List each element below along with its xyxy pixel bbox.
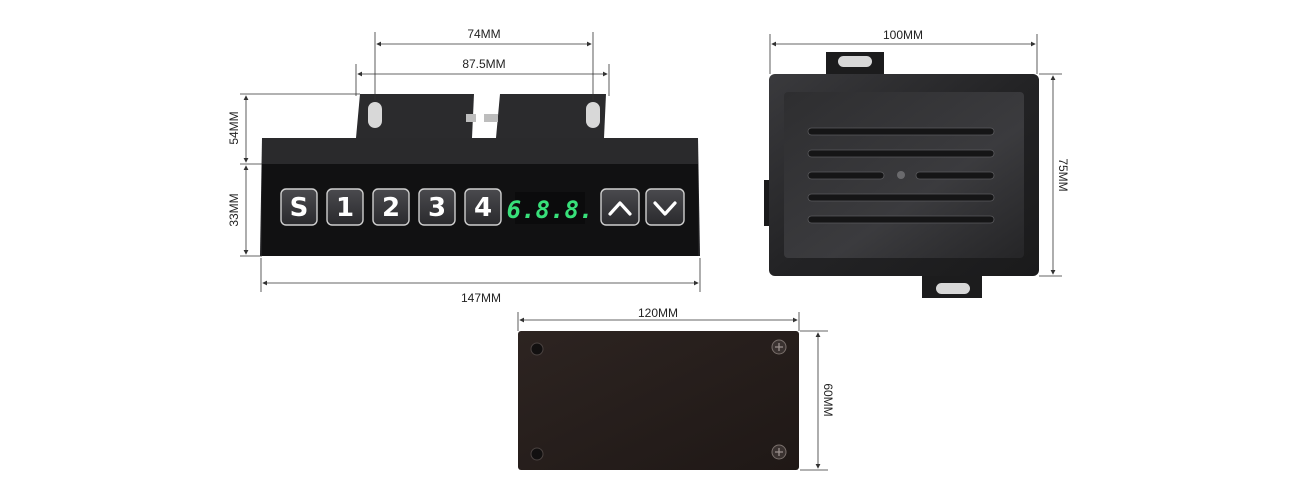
plate-hole-top-left bbox=[530, 342, 544, 356]
key-1-button[interactable]: 1 bbox=[326, 188, 364, 226]
keypad-keys: S 1 2 3 4 bbox=[280, 188, 502, 226]
bottom-plate-dimensions: 120MM 60MM bbox=[517, 306, 835, 471]
dim-75mm-label: 75MM bbox=[1056, 158, 1070, 191]
keypad-view: S 1 2 3 4 6.8.8. bbox=[260, 94, 700, 256]
key-1-label: 1 bbox=[336, 193, 354, 223]
screw-icon bbox=[771, 339, 787, 355]
dim-54mm-label: 54MM bbox=[227, 111, 241, 144]
control-box-dimensions: 100MM 75MM bbox=[769, 28, 1070, 277]
dim-100mm-label: 100MM bbox=[883, 28, 923, 42]
keypad-dimensions: 74MM 87.5MM 54MM 33MM 147MM bbox=[227, 27, 701, 305]
mounting-slot-right bbox=[586, 102, 600, 128]
led-display: 6.8.8. bbox=[507, 192, 594, 224]
down-arrow-icon bbox=[653, 201, 677, 216]
plate-hole-bottom-left bbox=[530, 447, 544, 461]
key-4-button[interactable]: 4 bbox=[464, 188, 502, 226]
dim-74mm-label: 74MM bbox=[467, 27, 500, 41]
control-box-view bbox=[764, 52, 1039, 298]
dim-147mm-label: 147MM bbox=[461, 291, 501, 305]
dim-120mm-label: 120MM bbox=[638, 306, 678, 320]
control-box-indicator bbox=[897, 171, 905, 179]
key-3-label: 3 bbox=[428, 193, 446, 223]
key-s-button[interactable]: S bbox=[280, 188, 318, 226]
bottom-plate-view bbox=[518, 331, 799, 470]
bottom-ear-slot bbox=[936, 283, 970, 294]
key-2-label: 2 bbox=[382, 193, 400, 223]
control-box-vents bbox=[807, 127, 995, 224]
key-3-button[interactable]: 3 bbox=[418, 188, 456, 226]
key-s-label: S bbox=[290, 193, 309, 223]
keypad-mounting-bracket-right bbox=[484, 94, 606, 138]
dim-33mm-label: 33MM bbox=[227, 193, 241, 226]
key-2-button[interactable]: 2 bbox=[372, 188, 410, 226]
dim-87-5mm-label: 87.5MM bbox=[462, 57, 505, 71]
up-arrow-icon bbox=[608, 201, 632, 216]
bottom-plate-body bbox=[518, 331, 799, 470]
mounting-slot-left bbox=[368, 102, 382, 128]
key-4-label: 4 bbox=[474, 193, 492, 223]
up-button[interactable] bbox=[600, 188, 640, 226]
screw-icon bbox=[771, 444, 787, 460]
led-display-value: 6.8.8. bbox=[507, 196, 594, 224]
top-ear-slot bbox=[838, 56, 872, 67]
dim-60mm-label: 60MM bbox=[821, 383, 835, 416]
keypad-mounting-bracket-left bbox=[356, 94, 476, 138]
down-button[interactable] bbox=[645, 188, 685, 226]
